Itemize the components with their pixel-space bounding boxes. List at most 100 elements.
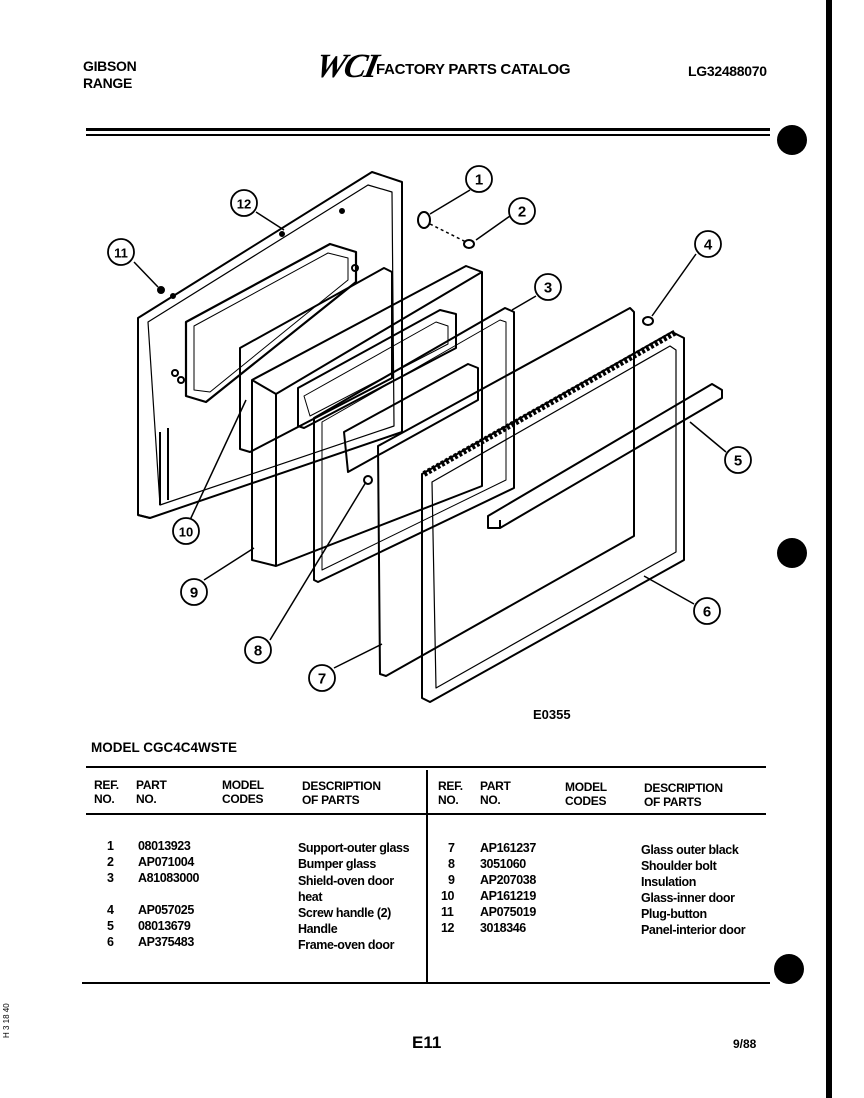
table-row: 8: [448, 857, 455, 871]
callout-3-label: 3: [544, 280, 552, 297]
part-description: Shield-oven door: [298, 874, 394, 888]
part-number: AP071004: [138, 855, 194, 869]
header-rule-thin: [86, 134, 770, 136]
callout-11-label: 11: [114, 246, 128, 261]
revision-date: 9/88: [733, 1037, 757, 1051]
table-row: 11: [441, 905, 454, 919]
table-row: 5: [107, 919, 114, 933]
table-bottom-rule: [82, 982, 770, 984]
callout-8: [244, 636, 272, 664]
table-row: 6: [107, 935, 114, 949]
page-border: [826, 0, 832, 1098]
part-description: Glass outer black: [641, 843, 739, 857]
table-row: 10: [441, 889, 455, 903]
callout-9: [180, 578, 208, 606]
callout-5: [724, 446, 752, 474]
header-rule: [86, 128, 770, 131]
callout-9-label: 9: [190, 585, 198, 602]
inner-glass-panel: [239, 267, 393, 453]
callout-10: [172, 517, 200, 545]
exploded-door-diagram: 1 2 3 4 5 6 7 8 9 10 11 12: [107, 165, 752, 703]
part-number: 3018346: [480, 921, 526, 935]
outer-glass-panel: [377, 307, 635, 677]
callout-6: [693, 597, 721, 625]
callout-11: [107, 238, 135, 266]
part-description: Shoulder bolt: [641, 859, 717, 873]
side-mark: H 3 18 40: [2, 1003, 11, 1038]
part-description-cont: heat: [298, 890, 323, 904]
punch-hole-top: [777, 125, 807, 155]
model-number: MODEL CGC4C4WSTE: [91, 740, 238, 755]
callout-3: [534, 273, 562, 301]
callout-2: [508, 197, 536, 225]
table-top-rule: [86, 766, 766, 768]
page-number: E11: [412, 1033, 442, 1052]
callout-4-label: 4: [704, 237, 713, 254]
callout-12-label: 12: [237, 197, 251, 212]
interior-panel: [137, 171, 403, 519]
table-row: 12: [441, 921, 455, 935]
part-description: Panel-interior door: [641, 923, 746, 937]
part-description: Screw handle (2): [298, 906, 391, 920]
oven-door-frame: [421, 329, 685, 703]
catalog-number: LG32488070: [688, 63, 767, 79]
table-row: 4: [107, 903, 114, 917]
plug-button: [157, 286, 165, 294]
part-description: Support-outer glass: [298, 841, 410, 855]
part-number: AP375483: [138, 935, 194, 949]
callout-labels: [107, 165, 752, 692]
part-number: AP161237: [480, 841, 536, 855]
header-ref-left: REF.NO.: [94, 778, 119, 806]
part-description: Handle: [298, 922, 338, 936]
callout-6-label: 6: [703, 604, 711, 621]
callout-7: [308, 664, 336, 692]
insulation-frame: [251, 265, 483, 567]
brand-name: GIBSON: [83, 58, 137, 74]
table-row: 9: [448, 873, 455, 887]
table-row: 1: [107, 839, 114, 853]
part-number: 08013679: [138, 919, 191, 933]
heat-shield: [313, 307, 515, 583]
callout-8-label: 8: [254, 643, 262, 660]
wci-logo: WCI: [312, 48, 381, 85]
part-number: AP161219: [480, 889, 536, 903]
part-description: Bumper glass: [298, 857, 376, 871]
table-divider: [426, 770, 428, 982]
catalog-title: FACTORY PARTS CATALOG: [376, 61, 571, 78]
callout-10-label: 10: [179, 525, 193, 540]
callout-7-label: 7: [318, 671, 326, 688]
callout-5-label: 5: [734, 453, 742, 470]
door-handle: [487, 383, 723, 529]
part-number: AP057025: [138, 903, 194, 917]
part-description: Glass-inner door: [641, 891, 735, 905]
part-number: AP075019: [480, 905, 536, 919]
part-description: Insulation: [641, 875, 697, 889]
header-ref-right: REF.NO.: [438, 779, 463, 807]
part-description: Plug-button: [641, 907, 707, 921]
outer-glass-support: [417, 211, 431, 229]
glass-bumper: [463, 239, 475, 249]
callout-1: [465, 165, 493, 193]
table-row: 7: [448, 841, 455, 855]
callout-2-label: 2: [518, 204, 526, 221]
part-number: 3051060: [480, 857, 526, 871]
punch-hole-bottom: [774, 954, 804, 984]
part-number: A81083000: [138, 871, 200, 885]
callout-12: [230, 189, 258, 217]
table-row: 3: [107, 871, 114, 885]
table-row: 2: [107, 855, 114, 869]
callout-1-label: 1: [475, 172, 483, 189]
punch-hole-middle: [777, 538, 807, 568]
appliance-type: RANGE: [83, 75, 133, 91]
part-number: 08013923: [138, 839, 191, 853]
part-number: AP207038: [480, 873, 536, 887]
handle-screw: [642, 316, 654, 326]
callout-4: [694, 230, 722, 258]
figure-id: E0355: [533, 707, 571, 722]
